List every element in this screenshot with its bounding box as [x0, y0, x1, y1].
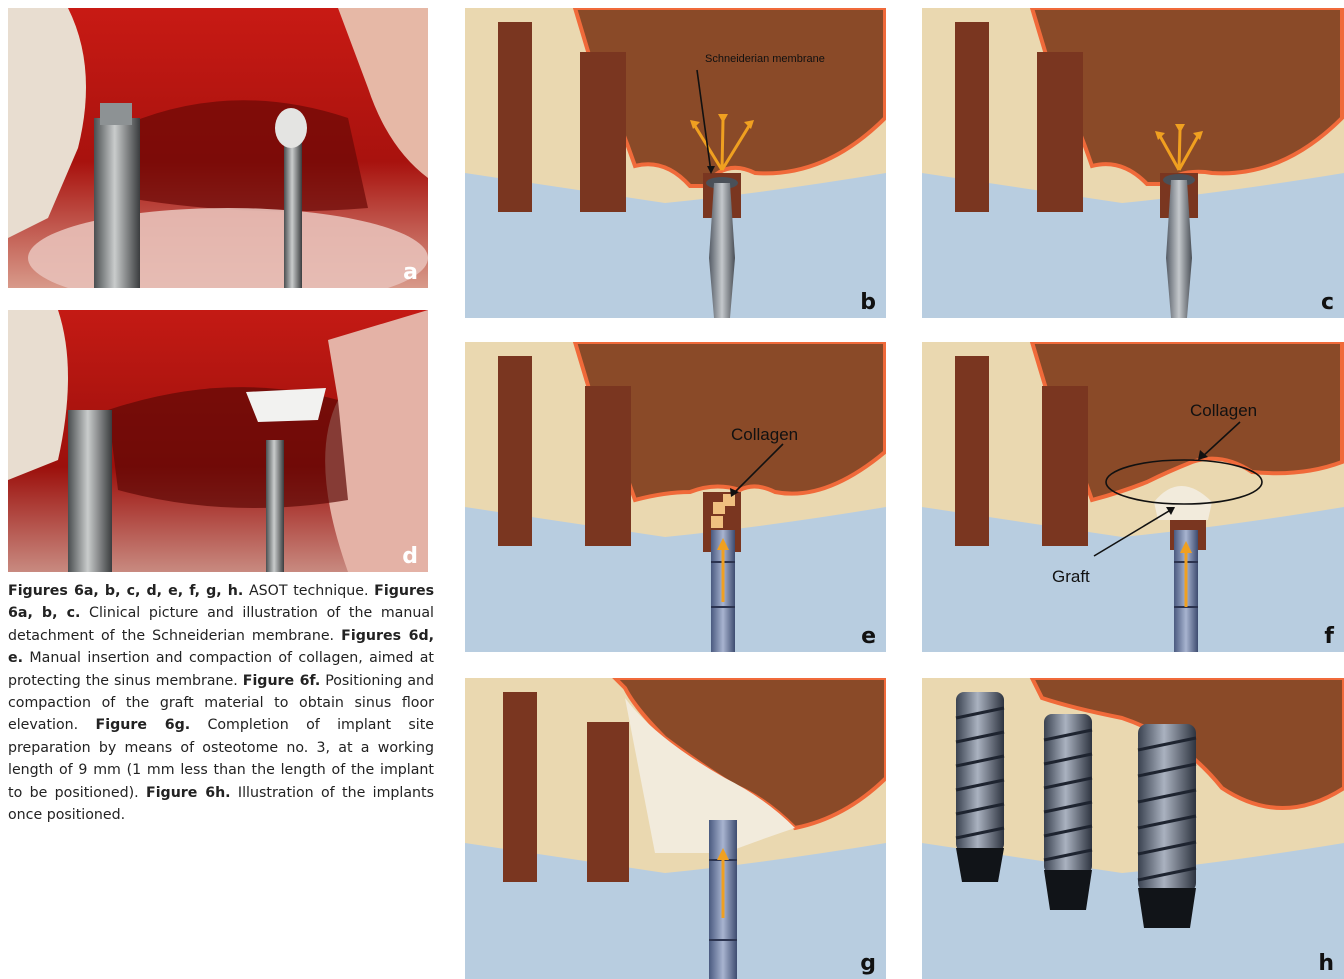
- annotation-collagen-f: Collagen: [1190, 401, 1257, 420]
- clinical-photo-d: [8, 310, 428, 572]
- photo-panel-a: a: [8, 8, 428, 288]
- clinical-photo-a: [8, 8, 428, 288]
- photo-panel-d: d: [8, 310, 428, 572]
- illustration-panel-g: g: [465, 678, 886, 979]
- illustration-panel-f: Collagen Graft f: [922, 342, 1344, 652]
- implant-2: [1044, 714, 1092, 910]
- implant-1: [956, 692, 1004, 882]
- implant-3: [1138, 724, 1196, 928]
- panel-label-d: d: [402, 546, 418, 568]
- illustration-panel-e: Collagen e: [465, 342, 886, 652]
- panel-label-a: a: [403, 262, 418, 284]
- panel-label-c: c: [1321, 292, 1334, 314]
- panel-label-b: b: [860, 292, 876, 314]
- panel-label-e: e: [861, 626, 876, 648]
- panel-label-f: f: [1324, 626, 1334, 648]
- panel-label-h: h: [1318, 953, 1334, 975]
- annotation-schneiderian-membrane: Schneiderian membrane: [705, 53, 825, 65]
- panel-label-g: g: [860, 953, 876, 975]
- caption-segment-1: Figures 6a, b, c, d, e, f, g, h. ASOT te…: [8, 583, 374, 599]
- illustration-panel-h: h: [922, 678, 1344, 979]
- figure-caption: Figures 6a, b, c, d, e, f, g, h. ASOT te…: [8, 580, 434, 826]
- illustration-panel-b: Schneiderian membrane b: [465, 8, 886, 318]
- illustration-panel-c: c: [922, 8, 1344, 318]
- annotation-collagen-e: Collagen: [731, 425, 798, 444]
- annotation-graft: Graft: [1052, 567, 1090, 586]
